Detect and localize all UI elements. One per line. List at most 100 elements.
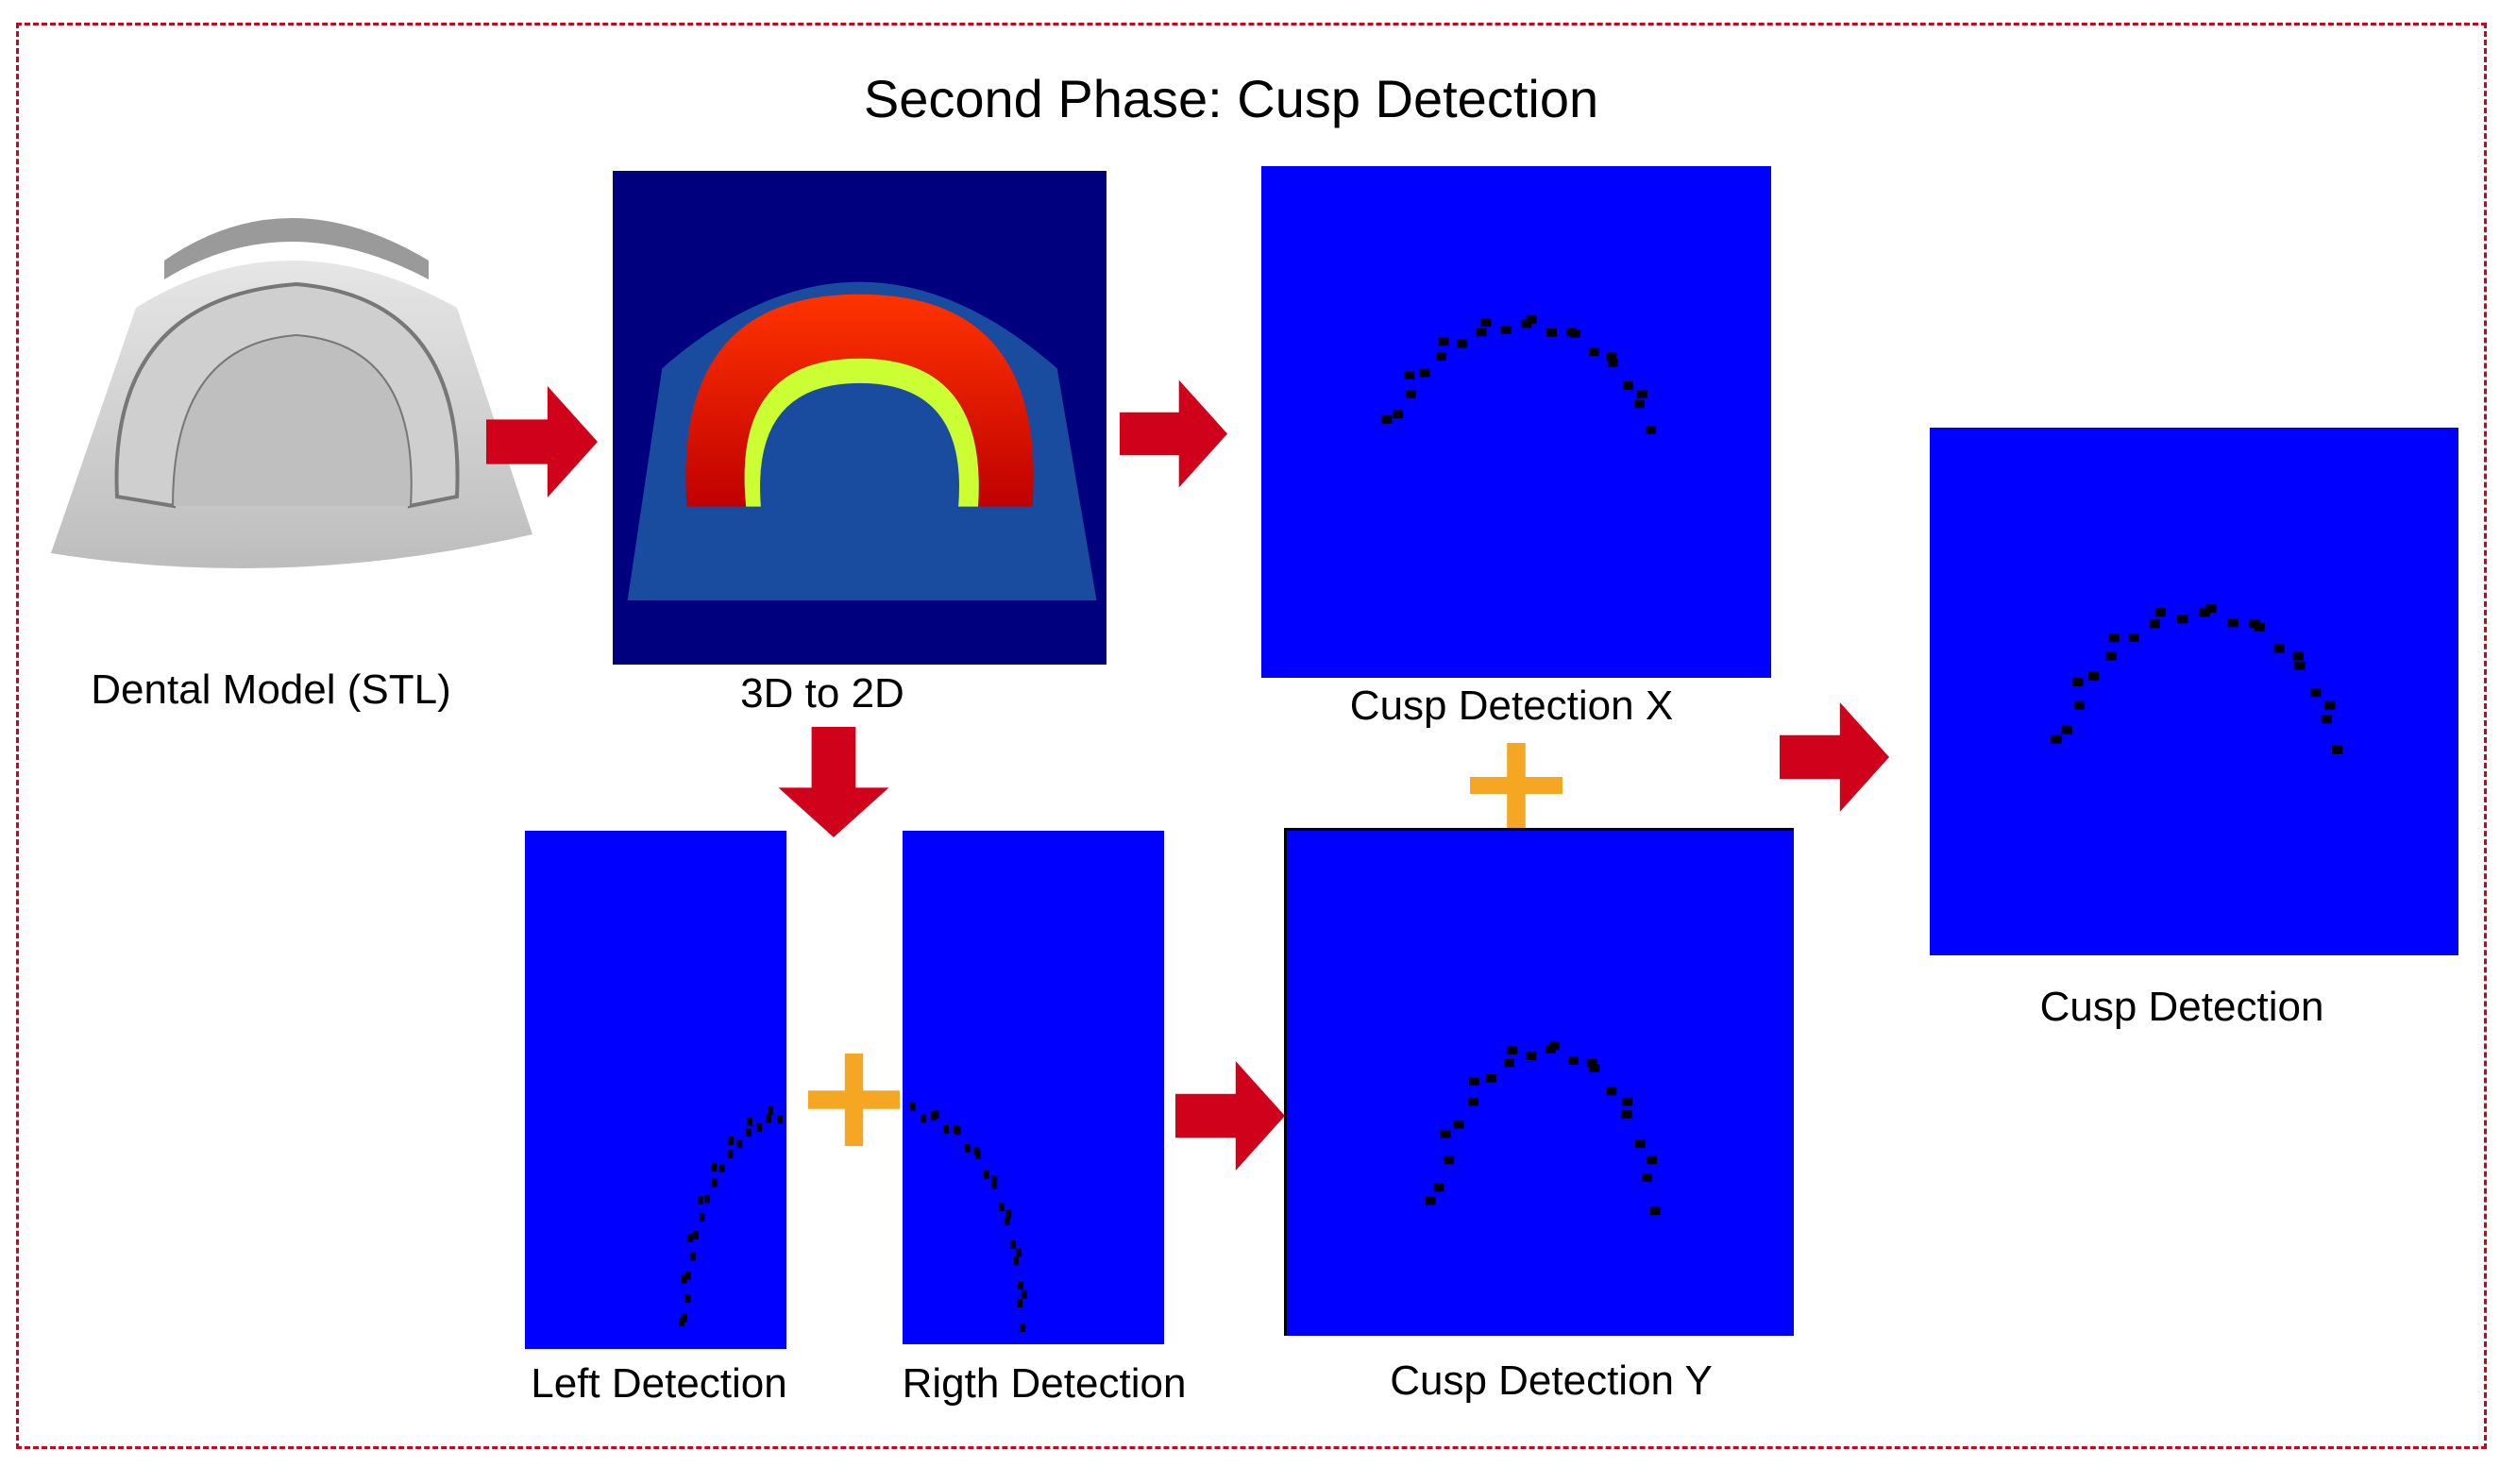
cusp-point: [1022, 1290, 1027, 1299]
projection-label: 3D to 2D: [740, 670, 904, 717]
cusp-point: [687, 1233, 693, 1242]
cusp-point: [1453, 1120, 1464, 1129]
cusp-point: [2108, 633, 2120, 643]
cusp-point: [1637, 390, 1647, 398]
cusp-point: [921, 1114, 926, 1123]
cusp-detection-y-image: [1284, 828, 1794, 1336]
cusp-point: [1623, 381, 1633, 390]
cusp-point: [910, 1102, 916, 1111]
cusp-point: [1405, 390, 1416, 398]
cusp-point: [690, 1252, 696, 1261]
cusp-point: [1457, 339, 1468, 348]
cusp-point: [984, 1170, 989, 1179]
cusp-point: [1549, 1041, 1560, 1051]
cusp-point: [698, 1195, 703, 1205]
cusp-point: [766, 1114, 771, 1123]
diagram-title: Second Phase: Cusp Detection: [863, 69, 1599, 128]
cusp-point: [684, 1294, 691, 1303]
cusp-point: [1634, 399, 1646, 409]
cusp-point: [728, 1137, 734, 1145]
cusp-point: [747, 1117, 753, 1126]
cusp-point: [2105, 651, 2117, 661]
cusp-point: [704, 1194, 710, 1204]
cusp-point: [955, 1126, 961, 1136]
right-detection-image: [903, 831, 1164, 1344]
cusp-point: [1005, 1209, 1012, 1219]
cusp-point: [1568, 1056, 1579, 1065]
cusp-point: [1440, 1129, 1451, 1138]
cusp-point: [2154, 608, 2166, 617]
cusp-point: [1521, 319, 1532, 329]
cusp-point: [777, 1115, 783, 1124]
cusp-point: [1649, 1206, 1661, 1216]
cusp-detection-final-label: Cusp Detection: [2039, 984, 2324, 1030]
cusp-point: [2073, 700, 2086, 710]
cusp-point: [2072, 678, 2084, 687]
cusp-point: [2088, 671, 2100, 681]
cusp-point: [1438, 337, 1449, 346]
cusp-point: [1589, 1064, 1600, 1072]
cusp-point: [1622, 1097, 1633, 1106]
cusp-point: [2205, 604, 2217, 614]
cusp-point: [1588, 347, 1599, 357]
cusp-point: [965, 1144, 971, 1153]
cusp-point: [1570, 329, 1581, 338]
cusp-point: [736, 1139, 743, 1149]
cusp-point: [1005, 1217, 1010, 1226]
cusp-point: [2292, 651, 2304, 661]
cusp-point: [756, 1123, 762, 1132]
cusp-point: [1646, 426, 1656, 434]
cusp-point: [693, 1231, 699, 1239]
cusp-point: [974, 1150, 981, 1159]
cusp-point: [1526, 315, 1537, 324]
cusp-point: [1468, 1097, 1479, 1106]
cusp-point: [746, 1128, 752, 1137]
cusp-point: [2273, 644, 2285, 653]
cusp-point: [933, 1110, 939, 1120]
cusp-point: [1526, 1052, 1537, 1060]
cusp-point: [2332, 745, 2343, 754]
cusp-detection-y-label: Cusp Detection Y: [1390, 1358, 1713, 1404]
cusp-point: [1606, 352, 1617, 362]
cusp-detection-x-label: Cusp Detection X: [1349, 683, 1674, 729]
cusp-point: [1436, 352, 1447, 362]
cusp-point: [1507, 1046, 1518, 1055]
cusp-point: [1546, 329, 1557, 337]
cusp-point: [1016, 1248, 1022, 1257]
left-detection-image: [525, 831, 786, 1349]
cusp-point: [1469, 1077, 1479, 1086]
arrow-right-icon: [1120, 379, 1227, 488]
cusp-point: [1010, 1239, 1017, 1249]
cusp-detection-x-image: [1261, 166, 1771, 678]
cusp-point: [1586, 1058, 1597, 1068]
plus-icon: [1470, 743, 1562, 828]
cusp-point: [685, 1271, 691, 1280]
cusp-point: [1641, 1173, 1652, 1182]
cusp-point: [1480, 318, 1492, 327]
cusp-point: [1486, 1074, 1496, 1083]
plus-icon: [808, 1054, 900, 1146]
cusp-point: [768, 1106, 773, 1116]
cusp-point: [1476, 328, 1487, 337]
cusp-point: [991, 1175, 998, 1184]
cusp-point: [1393, 410, 1404, 419]
dental-model-image: [32, 194, 534, 577]
right-detection-label: Rigth Detection: [902, 1360, 1187, 1407]
cusp-point: [699, 1213, 705, 1223]
diagram-border: [16, 23, 2487, 1449]
cusp-point: [2294, 661, 2306, 670]
cusp-point: [991, 1181, 998, 1189]
cusp-point: [712, 1178, 718, 1188]
cusp-point: [1404, 371, 1415, 379]
cusp-point: [727, 1150, 734, 1158]
cusp-point: [711, 1163, 718, 1172]
cusp-point: [679, 1318, 684, 1326]
cusp-point: [1013, 1256, 1019, 1266]
cusp-point: [1647, 1155, 1658, 1165]
cusp-point: [1020, 1324, 1026, 1332]
cusp-point: [2324, 700, 2336, 710]
cusp-point: [2177, 615, 2188, 624]
cusp-point: [2227, 618, 2238, 628]
cusp-point: [1621, 1110, 1632, 1119]
cusp-point: [1634, 1139, 1646, 1149]
